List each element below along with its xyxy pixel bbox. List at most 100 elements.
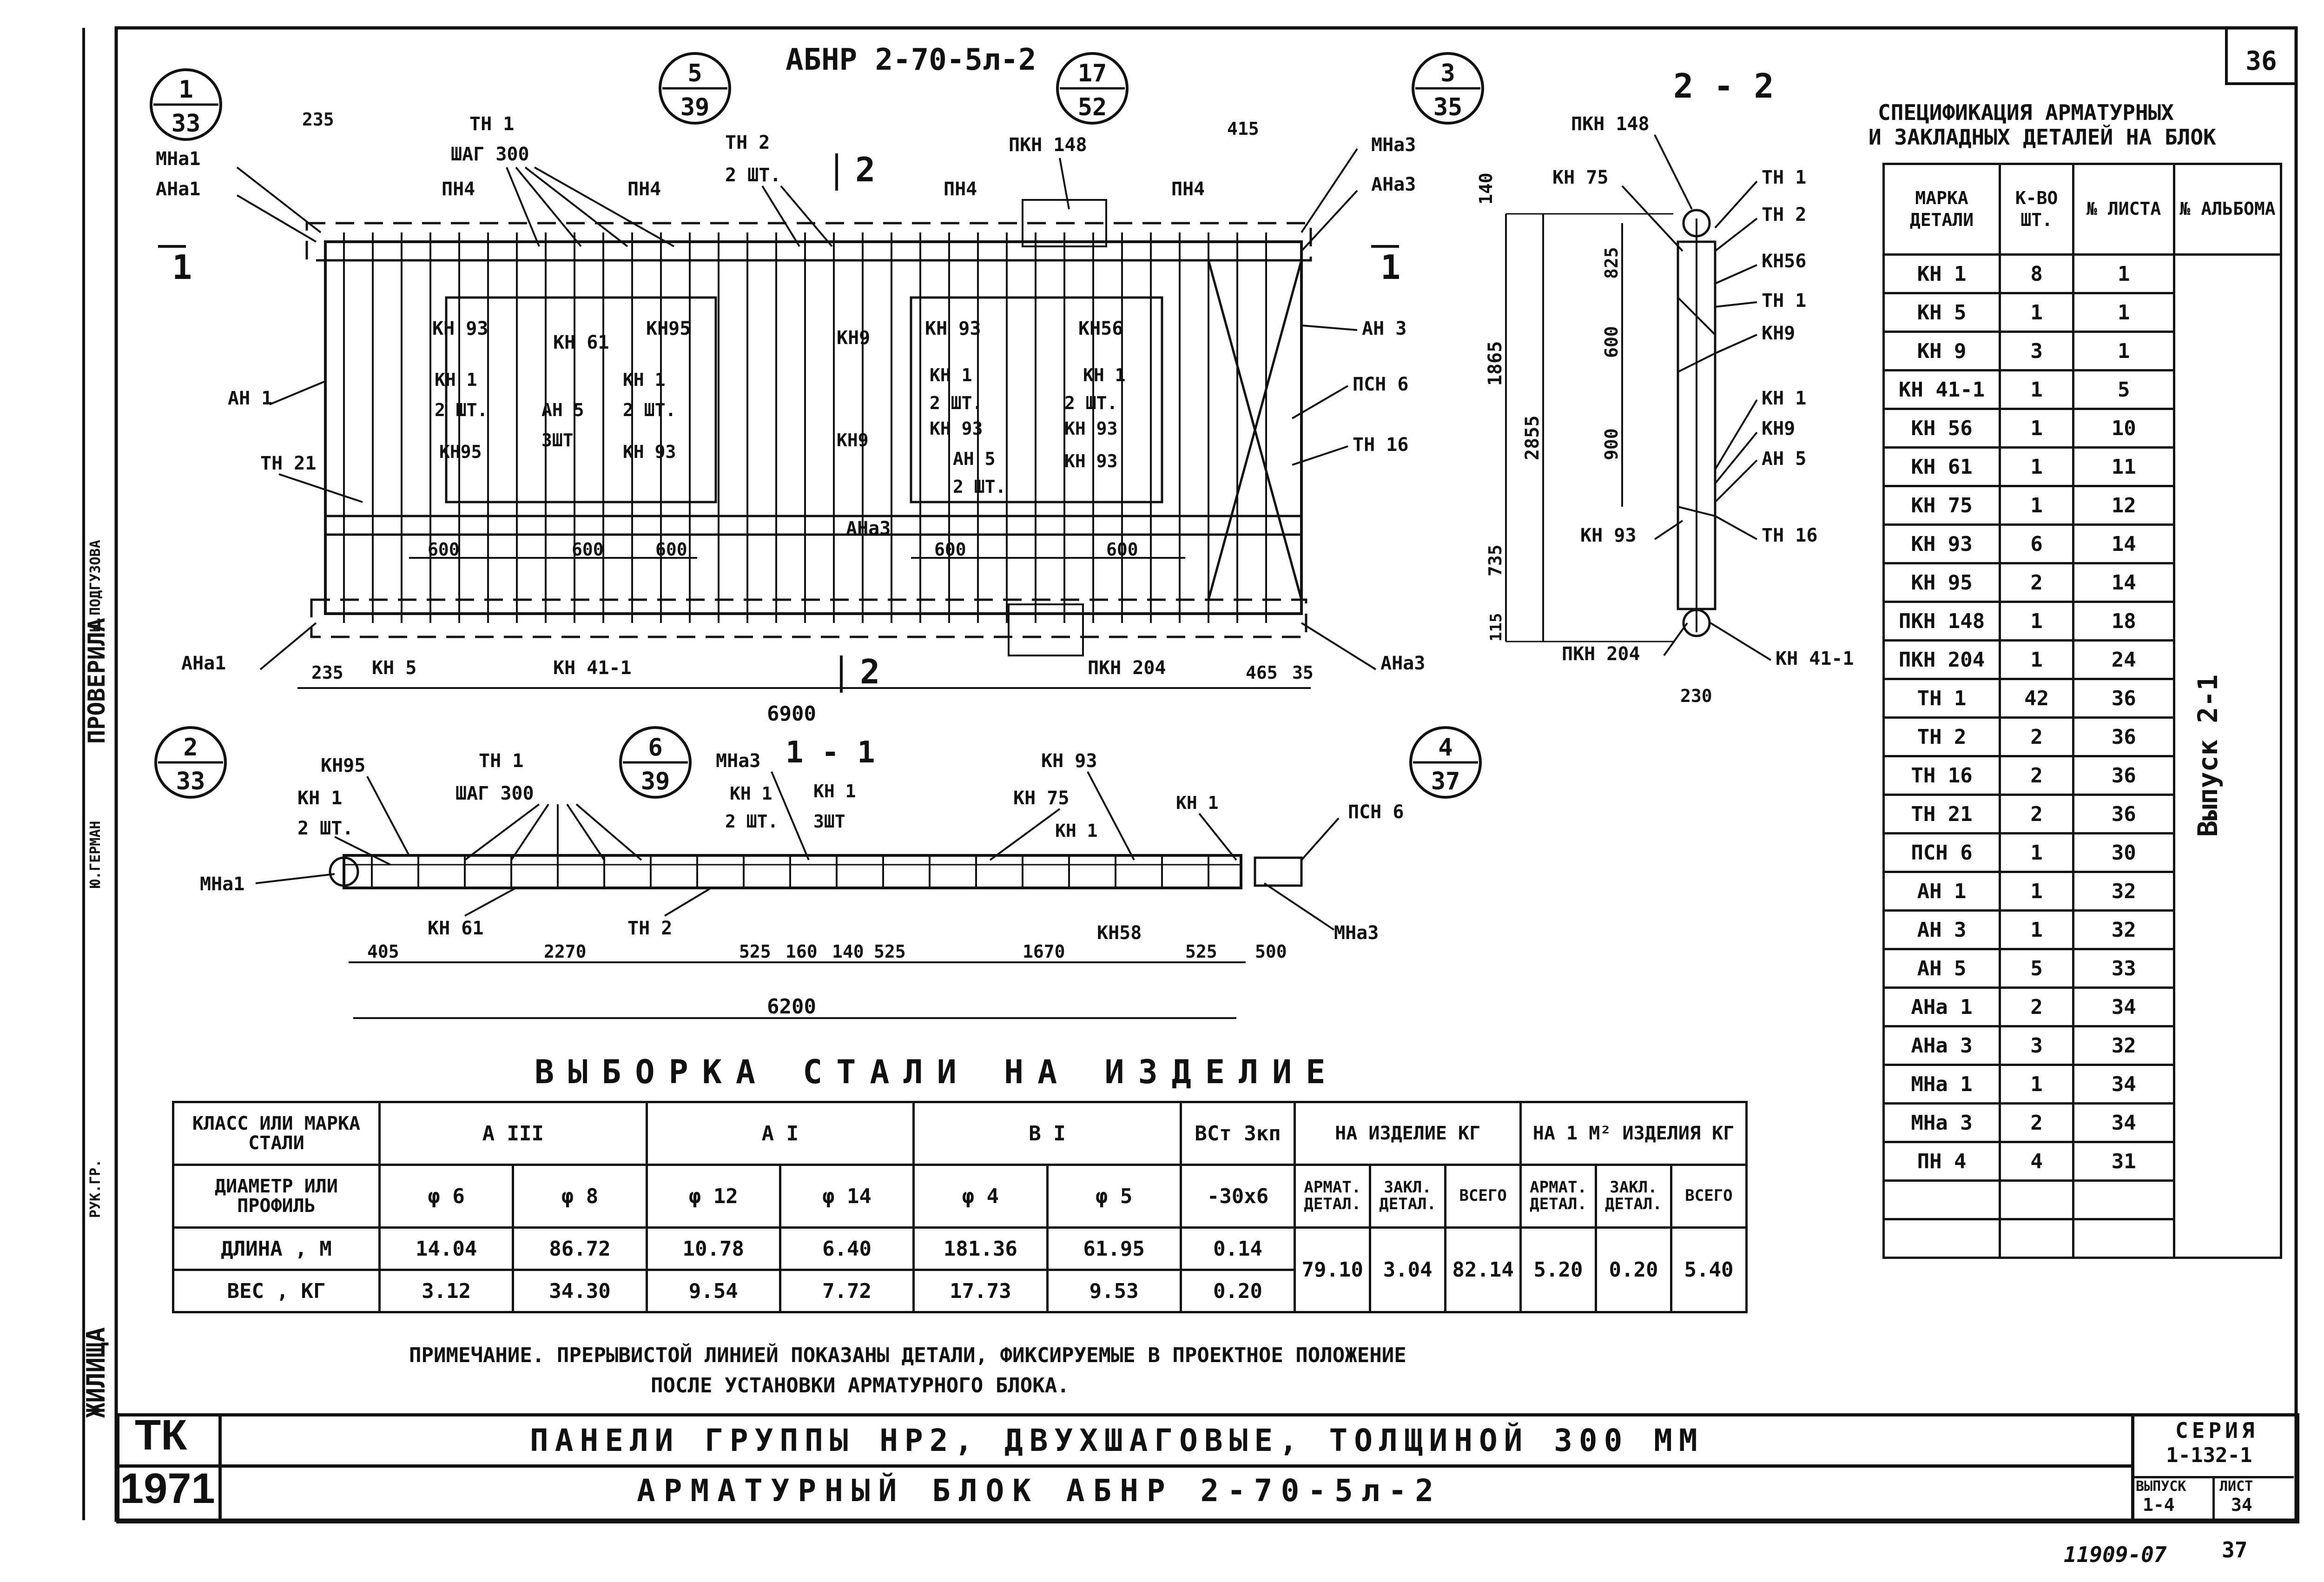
spec-title-1: СПЕЦИФИКАЦИЯ АРМАТУРНЫХ [1878,100,2174,125]
callout-text: 1 [178,76,193,104]
s22-label-kn9-2: КН9 [1762,418,1795,439]
dim-115: 115 [1487,613,1505,642]
callout-text: 6 [648,734,662,761]
steel-d-5: φ 5 [1046,1164,1182,1229]
spec-cell-mark: КН 1 [1882,253,2001,294]
dim-600-vert: 600 [1601,326,1622,358]
dim-415: 415 [1227,119,1259,139]
spec-cell-qty: 2 [1999,755,2075,796]
s22-label-kn9: КН9 [1762,323,1795,344]
label-kn1-4-qty: 2 ШТ. [1064,393,1117,413]
steel-class-a3: А III [378,1101,648,1166]
spec-cell-sheet: 36 [2072,716,2176,757]
steel-len-6: 0.14 [1179,1226,1296,1271]
s11-label-kn75: КН 75 [1013,788,1069,809]
spec-cell-sheet: 32 [2072,871,2176,912]
dim-405: 405 [367,941,399,962]
footer-page: 37 [2222,1537,2247,1562]
spec-cell-qty: 1 [1999,639,2075,680]
steel-wt-2: 9.54 [645,1269,781,1313]
label-kn93-6: КН 93 [1064,451,1117,471]
spec-cell-mark: АН 5 [1882,948,2001,989]
dim-600-2: 600 [572,539,604,560]
section-mark-2-bot: 2 [860,652,880,691]
spec-cell-mark: МНа 3 [1882,1102,2001,1143]
steel-class-a1: А I [645,1101,915,1166]
label-kn9-1: КН9 [837,327,870,349]
strip-name-2: Ю.ГЕРМАН [87,821,104,888]
steel-d-2: φ 12 [645,1164,781,1229]
label-kn61: КН 61 [553,332,609,353]
spec-cell-sheet: 1 [2072,292,2176,333]
s11-label-mna3: МНа3 [716,750,760,772]
title-block [116,1413,2299,1523]
s11-label-kn95: КН95 [321,755,365,776]
spec-row-empty [1882,1179,2281,1220]
spec-cell-sheet: 12 [2072,485,2176,526]
s11-label-kn1-3-qty: 3ШТ [813,811,845,832]
label-kn93-4: КН 93 [930,418,983,439]
steel-len-0: 14.04 [378,1226,515,1271]
dim-35: 35 [1292,662,1314,683]
s22-label-kn75: КН 75 [1552,167,1608,188]
label-pn4-4: ПН4 [1171,179,1205,200]
spec-cell-qty: 1 [1999,601,2075,642]
spec-cell-sheet: 36 [2072,678,2176,719]
spec-cell-sheet: 34 [2072,1102,2176,1143]
steel-sub-all-2: ВСЕГО [1670,1164,1748,1229]
s11-label-kn93: КН 93 [1041,750,1097,772]
elevation-title: АБНР 2-70-5л-2 [786,43,1036,77]
dim-1670: 1670 [1023,941,1065,962]
dim-230: 230 [1680,686,1712,706]
label-tn2-qty: 2 ШТ. [725,165,781,186]
steel-wt-3: 7.72 [779,1269,915,1313]
steel-class-b1: В I [912,1101,1182,1166]
title-vypusk: 1-4 [2143,1495,2175,1515]
s22-label-kn41: КН 41-1 [1776,648,1854,669]
title-year: 1971 [120,1465,215,1512]
spec-cell-album [2173,253,2282,1259]
label-an1: АН 1 [228,388,272,409]
callout-c2: 233 [154,726,227,799]
spec-cell-qty: 2 [1999,986,2075,1027]
s11-label-kn1-3: КН 1 [813,781,856,801]
spec-cell-mark: КН 75 [1882,485,2001,526]
spec-cell-sheet: 36 [2072,755,2176,796]
label-kn41: КН 41-1 [553,657,632,679]
callout-text: 35 [1433,93,1463,121]
callout-c4: 437 [1409,726,1482,799]
steel-item-zak: 3.04 [1369,1226,1447,1313]
s22-label-kn1: КН 1 [1762,388,1806,409]
label-kn1-1: КН 1 [435,370,477,390]
spec-cell-qty: 1 [1999,485,2075,526]
dim-525-1: 525 [739,941,771,962]
dim-160: 160 [786,941,818,962]
steel-d-3: φ 14 [779,1164,915,1229]
label-kn1-1-qty: 2 ШТ. [435,400,488,420]
steel-heading: ВЫБОРКА СТАЛИ НА ИЗДЕЛИЕ [535,1053,1339,1091]
spec-cell-qty: 2 [1999,562,2075,603]
sheet-number: 36 [2245,46,2277,76]
title-list-label: ЛИСТ [2219,1478,2253,1495]
callout-text: 33 [176,768,205,795]
steel-class-vst: ВСт 3кп [1179,1101,1296,1166]
title-line-2: АРМАТУРНЫЙ БЛОК АБНР 2-70-5л-2 [637,1473,1442,1509]
section-1-1-view: 1 - 1 6200 405 2270 525 160 140 525 1670… [200,735,1404,1019]
steel-item-arm: 79.10 [1294,1226,1372,1313]
spec-cell-mark: КН 41-1 [1882,369,2001,410]
label-kn93-3: КН 93 [623,442,676,462]
label-kn93-2: КН 93 [925,318,981,339]
s11-label-kn61: КН 61 [428,918,483,939]
callout-text: 39 [680,93,710,121]
steel-len-3: 6.40 [779,1226,915,1271]
